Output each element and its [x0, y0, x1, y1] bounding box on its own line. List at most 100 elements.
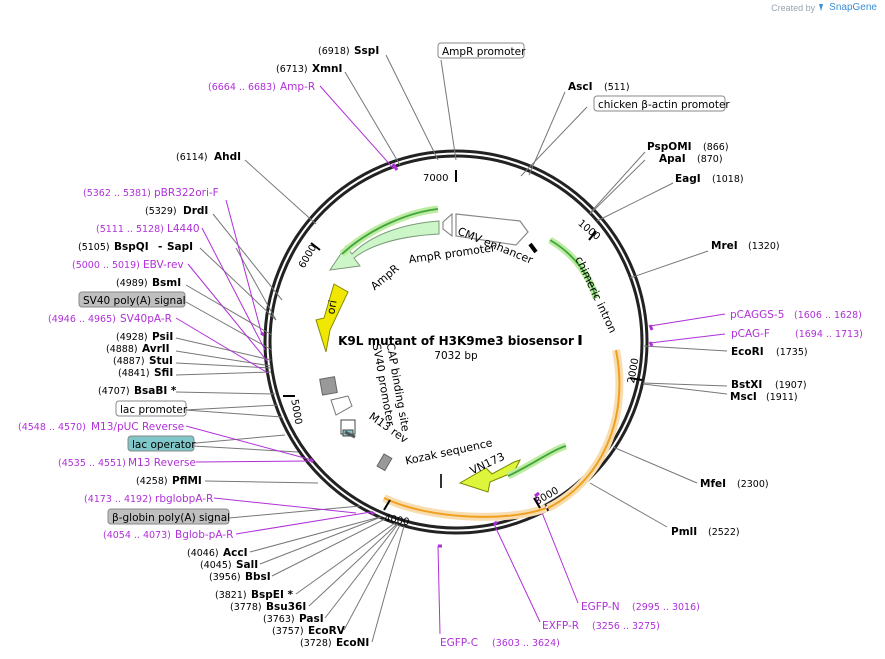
enzyme-sfii[interactable]: (4841)SfiI [118, 367, 173, 379]
svg-text:AscI: AscI [568, 81, 593, 93]
primer-m13-puc-reverse[interactable]: (4548 .. 4570)M13/pUC Reverse [18, 421, 184, 433]
svg-text:(4841): (4841) [118, 368, 150, 379]
enzyme-ahdi[interactable]: (6114)AhdI [176, 151, 241, 163]
enzyme-bsmi[interactable]: (4989)BsmI [116, 277, 181, 289]
svg-text:MreI: MreI [711, 240, 738, 252]
primer-egfp-n[interactable]: EGFP-N(2995 .. 3016) [581, 601, 700, 613]
svg-text:(4173 .. 4192): (4173 .. 4192) [84, 494, 152, 505]
svg-text:PasI: PasI [299, 613, 324, 625]
enzyme-pmli[interactable]: PmlI(2522) [671, 526, 740, 538]
svg-text:(3778): (3778) [230, 602, 262, 613]
svg-text:(3956): (3956) [209, 572, 241, 583]
svg-text:(1911): (1911) [766, 392, 798, 403]
vn173-arrow [458, 459, 521, 493]
svg-text:Amp-R: Amp-R [280, 81, 315, 93]
enzyme-acci[interactable]: (4046)AccI [187, 547, 247, 559]
green-arc-vn-line [507, 445, 567, 477]
primer-egfp-c[interactable]: EGFP-C(3603 .. 3624) [440, 637, 560, 649]
svg-text:SV40pA-R: SV40pA-R [120, 313, 172, 325]
svg-text:DrdI: DrdI [183, 205, 208, 217]
enzyme-stui[interactable]: (4887)StuI [113, 355, 173, 367]
primer-bglob-pa-r[interactable]: (4054 .. 4073)Bglob-pA-R [103, 529, 233, 541]
svg-text:(3763): (3763) [263, 614, 295, 625]
svg-text:(4535 .. 4551): (4535 .. 4551) [58, 458, 126, 469]
enzyme-pasi[interactable]: (3763) PasI [263, 613, 324, 625]
tick-7000: 7000 [423, 173, 448, 184]
enzyme-drdi[interactable]: (5329) DrdI [145, 205, 208, 217]
svg-text:(3728): (3728) [300, 638, 332, 649]
enzyme-mfei[interactable]: MfeI(2300) [700, 478, 769, 490]
svg-text:BspQI: BspQI [114, 241, 149, 253]
primer-m13-reverse[interactable]: (4535 .. 4551)M13 Reverse [58, 457, 196, 469]
svg-text:(6664 .. 6683): (6664 .. 6683) [208, 82, 276, 93]
enzyme-xmni[interactable]: (6713)XmnI [276, 63, 342, 75]
svg-text:(1018): (1018) [712, 174, 744, 185]
orange-arc-bottom-line [383, 497, 547, 518]
enzyme-ecori[interactable]: EcoRI(1735) [731, 346, 808, 358]
primer-exfp-r[interactable]: EXFP-R(3256 .. 3275) [542, 620, 660, 632]
svg-text:EcoNI: EcoNI [336, 637, 369, 649]
svg-text:(2995 .. 3016): (2995 .. 3016) [632, 602, 700, 613]
primer-pcag-f[interactable]: pCAG-F(1694 .. 1713) [731, 328, 863, 340]
enzyme-bstxi[interactable]: BstXI(1907) [731, 379, 807, 391]
svg-text:(3757): (3757) [272, 626, 304, 637]
svg-text:AmpR promoter: AmpR promoter [442, 46, 526, 58]
svg-text:(4989): (4989) [116, 278, 148, 289]
svg-text:(5000 .. 5019): (5000 .. 5019) [72, 260, 140, 271]
enzyme-bspqi[interactable]: (5105)BspQI-SapI [78, 241, 193, 253]
enzyme-bsabi[interactable]: (4707)BsaBI * [98, 385, 177, 397]
svg-text:(511): (511) [604, 82, 630, 93]
enzyme-psii[interactable]: (4928)PsiI [116, 331, 173, 343]
primer-ticks [260, 163, 654, 548]
enzyme-bbsi[interactable]: (3956)BbsI [209, 571, 271, 583]
enzyme-msci[interactable]: MscI(1911) [730, 391, 798, 403]
primer-sv40pa-r[interactable]: (4946 .. 4965) SV40pA-R [48, 313, 172, 325]
svg-text:PmlI: PmlI [671, 526, 697, 538]
enzyme-avrii[interactable]: (4888)AvrII [106, 343, 170, 355]
primer-pbr322ori-f[interactable]: (5362 .. 5381)pBR322ori-F [83, 187, 219, 199]
tick-2000: 2000 [626, 357, 641, 384]
sv40-promoter-arrow [330, 395, 353, 416]
enzyme-bsu36i[interactable]: (3778)Bsu36I [230, 601, 306, 613]
snapgene-brand: Created by SnapGene [771, 2, 877, 13]
primer-pcaggs-5[interactable]: pCAGGS-5(1606 .. 1628) [730, 309, 862, 321]
primer-ebv-rev[interactable]: (5000 .. 5019)EBV-rev [72, 259, 184, 271]
feature-shapes [315, 212, 582, 493]
green-arc-top-line [341, 208, 439, 255]
svg-text:(4946 .. 4965): (4946 .. 4965) [48, 314, 116, 325]
svg-text:pBR322ori-F: pBR322ori-F [154, 187, 219, 199]
svg-text:(5111 .. 5128): (5111 .. 5128) [96, 224, 164, 235]
enzyme-bspei[interactable]: (3821)BspEI * [215, 589, 294, 601]
svg-text:L4440: L4440 [167, 223, 200, 235]
enzyme-pflmi[interactable]: (4258)PflMI [136, 475, 202, 487]
primer-amp-r[interactable]: (6664 .. 6683) Amp-R [208, 81, 315, 93]
backbone-ticks [283, 170, 643, 511]
svg-text:(1606 .. 1628): (1606 .. 1628) [794, 310, 862, 321]
orange-arc-right [546, 349, 624, 512]
svg-text:(4888): (4888) [106, 344, 138, 355]
svg-text:StuI: StuI [149, 355, 173, 367]
primer-l4440[interactable]: (5111 .. 5128)L4440 [96, 223, 200, 235]
enzyme-mrei[interactable]: MreI(1320) [711, 240, 780, 252]
enzyme-ecorv[interactable]: (3757)EcoRV [272, 625, 346, 637]
enzyme-sspi[interactable]: (6918)SspI [318, 45, 379, 57]
svg-text:(4928): (4928) [116, 332, 148, 343]
brand-name: SnapGene [829, 2, 877, 13]
svg-text:(870): (870) [697, 154, 723, 165]
cmv-end-marker [528, 242, 538, 254]
primer-rbglobpa-r[interactable]: (4173 .. 4192)rbglobpA-R [84, 493, 213, 505]
enzyme-eagi[interactable]: EagI(1018) [675, 173, 744, 185]
m13-block [376, 453, 393, 472]
orange-arc-right-line [547, 349, 621, 509]
label-ampr-promoter: AmpR promoter [408, 241, 497, 266]
ori-arrow [315, 283, 349, 353]
enzyme-ascI[interactable]: AscI (511) [568, 81, 630, 93]
enzyme-apai[interactable]: ApaI(870) [659, 153, 723, 165]
enzyme-econi[interactable]: (3728) EcoNI [300, 637, 369, 649]
svg-text:BsaBI *: BsaBI * [134, 385, 177, 397]
cmv-enhancer-arrow [455, 213, 529, 246]
svg-text:(5329): (5329) [145, 206, 177, 217]
enzyme-pspomi[interactable]: PspOMI(866) [647, 141, 729, 153]
enzyme-sali[interactable]: (4045)SalI [200, 559, 258, 571]
svg-text:pCAG-F: pCAG-F [731, 328, 770, 340]
